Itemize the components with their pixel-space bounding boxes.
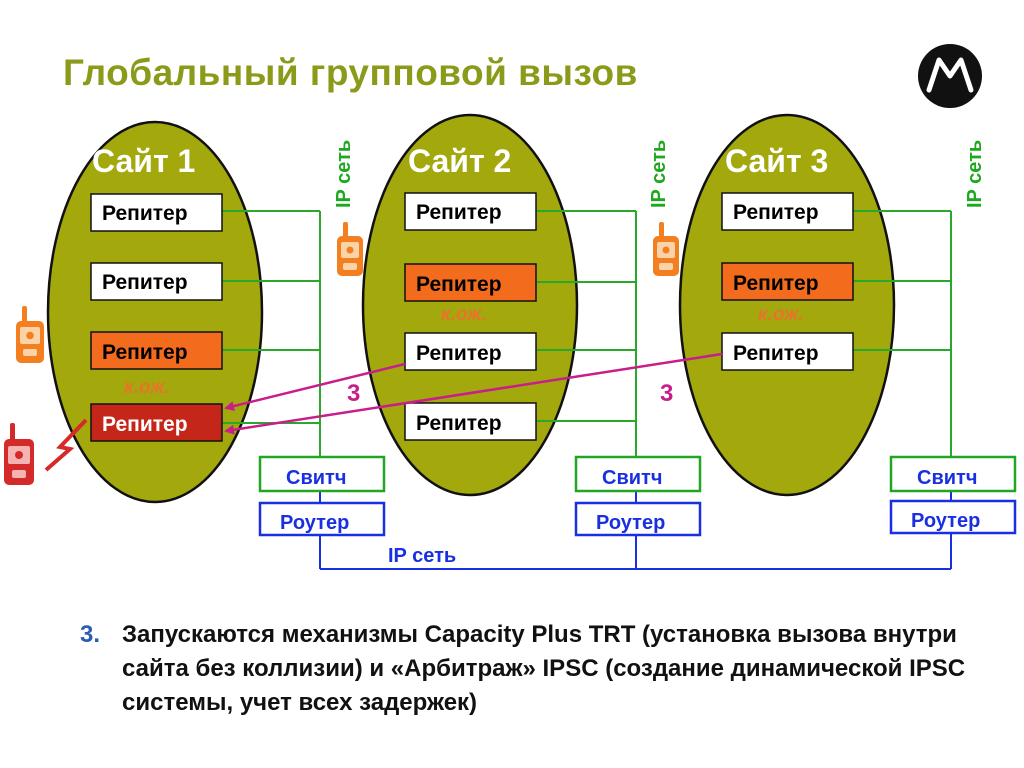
site-1-switch[interactable]: Свитч — [258, 455, 386, 493]
site-3-repeater-3[interactable]: Репитер — [721, 332, 854, 371]
note-text: Запускаются механизмы Capacity Plus TRT … — [122, 621, 966, 716]
site-1-repeater-1[interactable]: Репитер — [90, 193, 223, 232]
site-3-links — [853, 210, 952, 457]
switch-label: Свитч — [602, 467, 662, 489]
ip-backbone — [319, 533, 952, 570]
note: 3. Запускаются механизмы Capacity Plus T… — [80, 618, 980, 720]
repeater-label: Репитер — [102, 202, 188, 225]
site-1-repeater-4[interactable]: Репитер — [90, 403, 223, 442]
site-2-repeater-1[interactable]: Репитер — [404, 192, 537, 231]
site-3-ip-label: IP сеть — [964, 140, 986, 208]
site-2-repeater-3[interactable]: Репитер — [404, 332, 537, 371]
radio-icon — [337, 222, 363, 276]
site-3-repeater-2[interactable]: Репитер — [721, 262, 854, 301]
note-number: 3. — [80, 621, 101, 648]
switch-label: Свитч — [917, 467, 977, 489]
radio-icon — [653, 222, 679, 276]
site-3-kozh-label: к.ож. — [758, 304, 804, 325]
site-3-repeater-1[interactable]: Репитер — [721, 192, 854, 231]
radio-icon — [16, 306, 44, 363]
site-3-switch[interactable]: Свитч — [889, 455, 1017, 493]
page-title: Глобальный групповой вызов — [63, 52, 638, 93]
repeater-label: Репитер — [102, 271, 188, 294]
repeater-label: Репитер — [416, 412, 502, 435]
call-arrow-site2 — [224, 362, 406, 411]
site-2-label: Сайт 2 — [408, 143, 511, 179]
site-2-switch[interactable]: Свитч — [574, 455, 702, 493]
motorola-logo-icon — [918, 44, 982, 108]
site-1-kozh-label: к.ож. — [124, 377, 170, 398]
arrow-label-1: 3 — [347, 380, 360, 407]
repeater-label: Репитер — [416, 273, 502, 296]
site-1-label: Сайт 1 — [92, 143, 195, 179]
site-1-repeater-3[interactable]: Репитер — [90, 331, 223, 370]
repeater-label: Репитер — [416, 342, 502, 365]
network-diagram: Сайт 1 Сайт 2 Сайт 3 IP сеть IP сеть IP … — [4, 113, 1017, 570]
site-2-kozh-label: к.ож. — [441, 304, 487, 325]
site-3-label: Сайт 3 — [725, 143, 828, 179]
site-1-router[interactable]: Роутер — [258, 501, 386, 537]
site-2-repeater-2[interactable]: Репитер — [404, 263, 537, 302]
router-label: Роутер — [911, 510, 980, 532]
site-2-repeater-4[interactable]: Репитер — [404, 402, 537, 441]
repeater-label: Репитер — [733, 272, 819, 295]
radio-icon — [4, 423, 34, 485]
site-3-router[interactable]: Роутер — [889, 499, 1017, 535]
site-1-ip-label: IP сеть — [333, 140, 355, 208]
repeater-label: Репитер — [102, 413, 188, 436]
switch-router-links — [319, 491, 952, 503]
arrow-label-2: 3 — [660, 380, 673, 407]
site-1-area — [46, 120, 264, 504]
backbone-ip-label: IP сеть — [388, 545, 456, 567]
lightning-icon — [44, 418, 88, 472]
call-arrow-site3 — [224, 352, 723, 435]
site-2-ip-label: IP сеть — [648, 140, 670, 208]
router-label: Роутер — [596, 512, 665, 534]
switch-label: Свитч — [286, 467, 346, 489]
site-2-router[interactable]: Роутер — [574, 501, 702, 537]
repeater-label: Репитер — [416, 201, 502, 224]
repeater-label: Репитер — [102, 341, 188, 364]
repeater-label: Репитер — [733, 201, 819, 224]
repeater-label: Репитер — [733, 342, 819, 365]
site-2-links — [537, 210, 637, 457]
site-1-repeater-2[interactable]: Репитер — [90, 262, 223, 301]
router-label: Роутер — [280, 512, 349, 534]
